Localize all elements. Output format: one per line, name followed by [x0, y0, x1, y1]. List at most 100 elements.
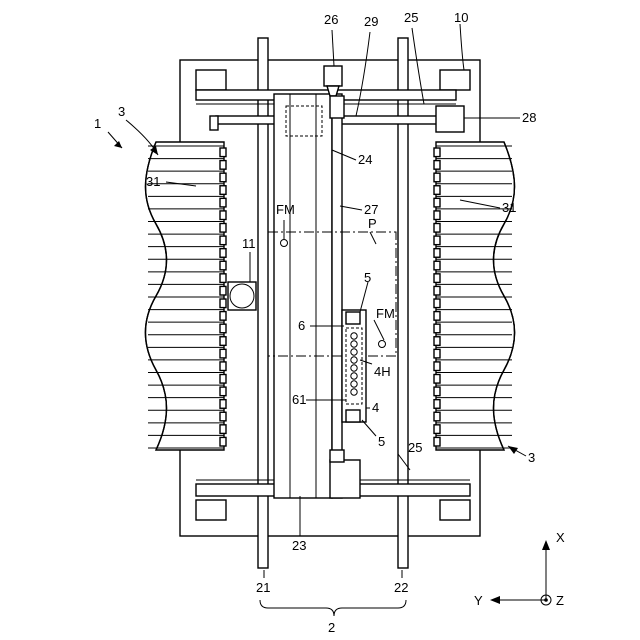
feeder-tab: [434, 387, 440, 396]
feeder-tab: [220, 312, 226, 321]
feeder-tab: [434, 412, 440, 421]
axis-label-z: Z: [556, 593, 564, 608]
feeder-tab: [220, 299, 226, 308]
label-25-bottom: 25: [408, 440, 422, 455]
feeder-tab: [434, 437, 440, 446]
fiducial-mark-mid: [379, 341, 386, 348]
label-1: 1: [94, 116, 101, 131]
feeder-tab: [434, 249, 440, 258]
feeder-tab: [434, 198, 440, 207]
label-27: 27: [364, 202, 378, 217]
feeder-tab: [434, 324, 440, 333]
feeder-tab: [220, 437, 226, 446]
axis-indicator: [490, 540, 551, 605]
feeder-tab: [434, 224, 440, 233]
feeder-tab: [220, 412, 226, 421]
brace-2: [260, 600, 406, 616]
label-31-right: 31: [502, 200, 516, 215]
feeder-tab: [220, 249, 226, 258]
feeder-tab: [434, 261, 440, 270]
feeder-tab: [220, 375, 226, 384]
nozzle-26-body: [324, 66, 342, 86]
label-25-top: 25: [404, 10, 418, 25]
feeder-tab: [220, 324, 226, 333]
gantry-27: [332, 94, 342, 498]
label-21: 21: [256, 580, 270, 595]
label-3-top: 3: [118, 104, 125, 119]
feeder-tab: [434, 236, 440, 245]
label-10: 10: [454, 10, 468, 25]
feeder-tab: [220, 337, 226, 346]
axis-label-x: X: [556, 530, 565, 545]
feeder-tab: [220, 198, 226, 207]
feeder-tab: [434, 349, 440, 358]
feeder-tab: [434, 312, 440, 321]
feeder-tab: [434, 173, 440, 182]
feeder-tab: [220, 274, 226, 283]
arrowhead-1: [114, 141, 122, 148]
camera-11-housing: [228, 282, 256, 310]
label-5-top: 5: [364, 270, 371, 285]
label-11: 11: [242, 236, 256, 251]
label-fm-top: FM: [276, 202, 295, 217]
feeder-bank-31-right: [436, 142, 515, 450]
feeder-tab: [434, 211, 440, 220]
feeder-tab: [220, 362, 226, 371]
label-4: 4: [372, 400, 379, 415]
label-26: 26: [324, 12, 338, 27]
mount-block-br: [440, 500, 470, 520]
feeder-tab: [434, 299, 440, 308]
feeder-tab: [434, 186, 440, 195]
feeder-tab: [220, 224, 226, 233]
feeder-tab: [220, 261, 226, 270]
feeder-tab: [220, 211, 226, 220]
arrowhead-3-bottom: [508, 446, 518, 454]
feeder-tab: [220, 148, 226, 157]
gantry-end-block: [330, 460, 360, 498]
label-24: 24: [358, 152, 372, 167]
feeder-tab: [434, 286, 440, 295]
axis-label-y: Y: [474, 593, 483, 608]
feeder-tab: [434, 161, 440, 170]
feeder-tab: [220, 286, 226, 295]
motor-28: [436, 106, 464, 132]
label-fm-mid: FM: [376, 306, 395, 321]
feeder-tab: [220, 186, 226, 195]
label-P: P: [368, 216, 377, 231]
mount-block-tl: [196, 70, 226, 90]
feeder-tab: [220, 400, 226, 409]
mount-block-tr: [440, 70, 470, 90]
label-28: 28: [522, 110, 536, 125]
label-2: 2: [328, 620, 335, 635]
feeder-tab: [220, 349, 226, 358]
label-31-left: 31: [146, 174, 160, 189]
label-23: 23: [292, 538, 306, 553]
mount-block-bl: [196, 500, 226, 520]
label-22: 22: [394, 580, 408, 595]
component-5-top: [346, 312, 360, 324]
feeder-tab: [434, 274, 440, 283]
feeder-tab: [220, 236, 226, 245]
feeder-tab: [434, 337, 440, 346]
feeder-tab: [434, 362, 440, 371]
label-6: 6: [298, 318, 305, 333]
nozzle-26-slider: [330, 96, 344, 118]
shaft-29-left-cap: [210, 116, 218, 130]
gantry-23: [274, 94, 332, 498]
gantry-end-cap: [330, 450, 344, 462]
feeder-tab: [434, 375, 440, 384]
label-5-bottom: 5: [378, 434, 385, 449]
feeder-tab: [220, 425, 226, 434]
label-4H: 4H: [374, 364, 391, 379]
label-3-bottom: 3: [528, 450, 535, 465]
feeder-tab: [220, 387, 226, 396]
feeder-tab: [220, 173, 226, 182]
label-29: 29: [364, 14, 378, 29]
feeder-tab: [220, 161, 226, 170]
component-5-bottom: [346, 410, 360, 422]
feeder-tab: [434, 425, 440, 434]
label-61: 61: [292, 392, 306, 407]
feeder-tab: [434, 148, 440, 157]
